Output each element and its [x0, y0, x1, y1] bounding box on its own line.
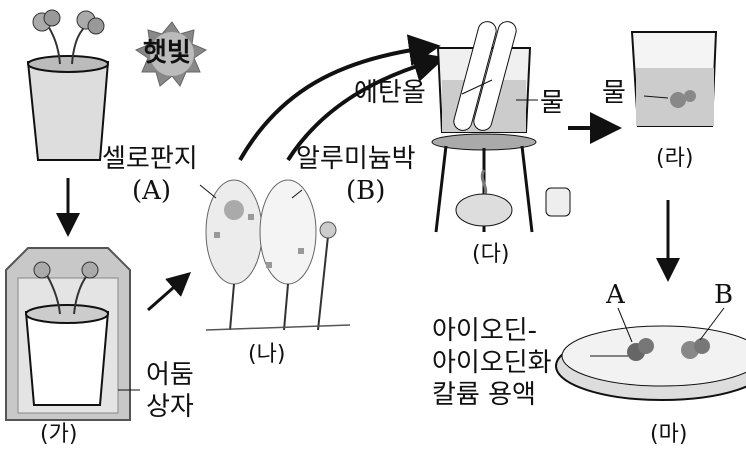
- label-foil-tag: (B): [346, 176, 386, 206]
- label-ethanol: 에탄올: [354, 78, 426, 108]
- label-foil: 알루미늄박: [296, 144, 416, 174]
- plant-pot-icon: [26, 9, 110, 161]
- label-iodine-1: 아이오딘-: [432, 316, 538, 346]
- label-sunlight: 햇빛: [143, 38, 191, 68]
- water-bath-apparatus: [431, 21, 571, 233]
- arrow-to-da-2: [286, 51, 446, 162]
- step-ra: (라): [656, 146, 694, 171]
- step-na: (나): [248, 342, 286, 367]
- sun-icon: [134, 21, 208, 87]
- label-cellophane-tag: (A): [132, 176, 172, 206]
- arrow-to-da-1: [238, 34, 441, 161]
- arrow-na: [147, 272, 191, 312]
- label-water-ra: 물: [602, 78, 626, 108]
- label-iodine-2: 아이오딘화: [432, 348, 552, 378]
- water-beaker: [630, 31, 718, 127]
- label-leaf-b: B: [714, 280, 734, 310]
- label-dark-box-1: 어둠: [146, 360, 194, 390]
- label-cellophane: 셀로판지: [102, 144, 198, 174]
- label-dark-box-2: 상자: [146, 392, 194, 422]
- label-iodine-3: 칼륨 용액: [432, 380, 536, 410]
- label-water-da: 물: [540, 88, 564, 118]
- step-da: (다): [472, 242, 510, 267]
- label-leaf-a: A: [606, 280, 625, 310]
- dark-box: [5, 247, 140, 421]
- wrapped-leaves: [199, 179, 351, 331]
- step-ga: (가): [40, 422, 78, 447]
- petri-dish: [555, 307, 746, 401]
- step-ma: (마): [650, 422, 688, 447]
